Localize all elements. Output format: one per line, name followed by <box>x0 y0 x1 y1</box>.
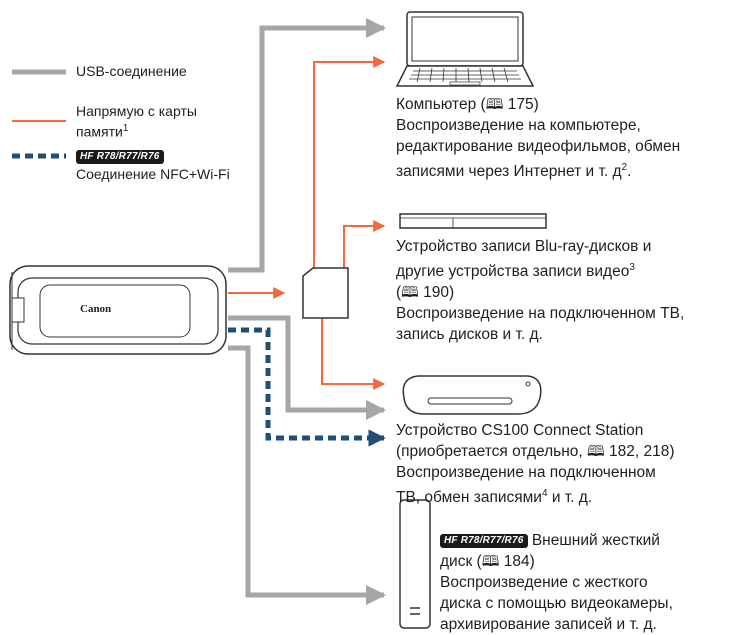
footnote-3: 3 <box>629 262 635 273</box>
book-icon: 🕮 <box>482 553 500 570</box>
computer-title: Компьютер (🕮 175) <box>396 94 680 115</box>
bluray-title: Устройство записи Blu-ray-дисков и <box>396 236 684 257</box>
book-icon: 🕮 <box>486 96 504 113</box>
legend-nfc-badge-row: HF R78/R77/R76 <box>76 148 164 165</box>
bluray-line-4: Воспроизведение на подключенном ТВ, <box>396 303 684 324</box>
legend-nfc-label: Соединение NFC+Wi-Fi <box>76 166 230 183</box>
model-badge: HF R78/R77/R76 <box>440 534 528 548</box>
card-line-station <box>322 318 384 384</box>
legend-card-text: Напрямую с карты памяти <box>76 103 197 140</box>
usb-line-station <box>228 318 384 410</box>
computer-line-4: записями через Интернет и т. д2. <box>396 157 680 182</box>
computer-line-3: редактирование видеофильмов, обмен <box>396 136 680 157</box>
hdd-line-2: диск (🕮 184) <box>440 551 673 572</box>
connect-station-icon <box>403 376 541 414</box>
station-title: Устройство CS100 Connect Station <box>396 420 675 441</box>
book-icon: 🕮 <box>587 443 605 460</box>
external-hdd-icon <box>400 500 430 628</box>
legend-usb-label: USB-соединение <box>76 63 187 80</box>
bluray-line-2: другие устройства записи видео3 <box>396 257 684 282</box>
usb-line-hdd <box>228 348 384 595</box>
model-badge: HF R78/R77/R76 <box>76 150 164 164</box>
bluray-recorder-icon <box>400 214 546 228</box>
hdd-line-4: диска с помощью видеокамеры, <box>440 593 673 614</box>
card-line-computer <box>314 62 384 268</box>
station-line-4: ТВ, обмен записями4 и т. д. <box>396 483 675 508</box>
computer-line-2: Воспроизведение на компьютере, <box>396 115 680 136</box>
camcorder-icon: Canon <box>10 266 226 354</box>
station-description: Устройство CS100 Connect Station (приобр… <box>396 420 675 508</box>
usb-line-computer <box>228 28 384 270</box>
legend-card-label: Напрямую с карты памяти1 <box>76 103 236 141</box>
bluray-line-5: запись дисков и т. д. <box>396 324 684 345</box>
laptop-icon <box>397 12 533 86</box>
station-line-2: (приобретается отдельно, 🕮 182, 218) <box>396 441 675 462</box>
bluray-ref: (🕮 190) <box>396 282 684 303</box>
computer-description: Компьютер (🕮 175) Воспроизведение на ком… <box>396 94 680 182</box>
bluray-description: Устройство записи Blu-ray-дисков и други… <box>396 236 684 345</box>
book-icon: 🕮 <box>401 284 419 301</box>
card-line-bluray <box>344 226 384 268</box>
legend-card-footnote: 1 <box>123 123 129 134</box>
station-line-3: Воспроизведение на подключенном <box>396 462 675 483</box>
hdd-description: HF R78/R77/R76 Внешний жесткий диск (🕮 1… <box>440 530 673 635</box>
camcorder-brand: Canon <box>80 303 111 315</box>
hdd-title: HF R78/R77/R76 Внешний жесткий <box>440 530 673 551</box>
hdd-line-3: Воспроизведение с жесткого <box>440 572 673 593</box>
hdd-line-5: архивирование записей и т. д. <box>440 614 673 635</box>
memory-card-icon <box>303 268 348 318</box>
